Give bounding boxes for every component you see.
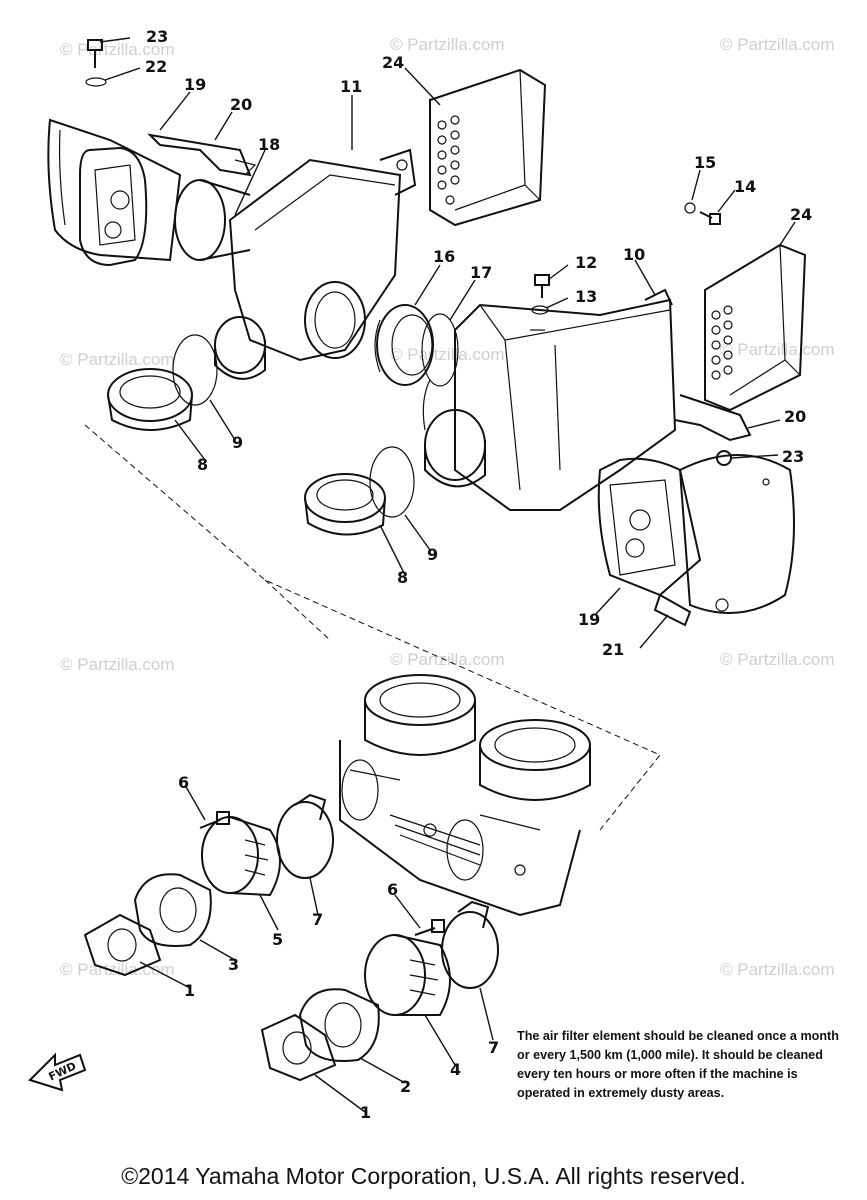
callout-17: 17 — [470, 263, 492, 282]
air-box-11 — [228, 148, 417, 362]
maintenance-note: The air filter element should be cleaned… — [517, 1029, 839, 1100]
carburetor-assembly — [339, 674, 591, 917]
callout-10: 10 — [623, 245, 645, 264]
callout-2: 2 — [400, 1077, 411, 1096]
funnel-18 — [174, 179, 251, 261]
callout-5: 5 — [272, 930, 283, 949]
watermark: © Partzilla.com — [60, 350, 175, 369]
callout-14: 14 — [734, 177, 756, 196]
callout-19: 19 — [184, 75, 206, 94]
callout-24: 24 — [790, 205, 812, 224]
callout-9: 9 — [427, 545, 438, 564]
callout-9: 9 — [232, 433, 243, 452]
callout-23: 23 — [782, 447, 804, 466]
ring-9-right — [369, 446, 415, 518]
callout-20: 20 — [230, 95, 252, 114]
callout-12: 12 — [575, 253, 597, 272]
watermark: © Partzilla.com — [390, 35, 505, 54]
flange-2 — [298, 988, 380, 1062]
callout-1: 1 — [184, 981, 195, 1000]
callout-20: 20 — [784, 407, 806, 426]
callout-24: 24 — [382, 53, 404, 72]
callout-15: 15 — [694, 153, 716, 172]
right-air-cleaner-cover — [597, 454, 795, 627]
bracket-20-right — [674, 394, 752, 442]
callout-6: 6 — [387, 880, 398, 899]
callout-4: 4 — [450, 1060, 461, 1079]
manifold-5 — [201, 816, 281, 897]
bolt-23-top — [87, 39, 103, 68]
intake-joint-left — [214, 316, 266, 380]
joint-8-right — [304, 473, 386, 536]
manifold-4 — [364, 934, 451, 1016]
callout-3: 3 — [228, 955, 239, 974]
watermark: © Partzilla.com — [60, 960, 175, 979]
callout-11: 11 — [340, 77, 362, 96]
filter-element-24-top — [429, 68, 547, 227]
joint-8-left — [107, 368, 193, 431]
bolt-6-lower — [414, 919, 445, 936]
callout-7: 7 — [488, 1038, 499, 1057]
callout-8: 8 — [197, 455, 208, 474]
callout-8: 8 — [397, 568, 408, 587]
fwd-arrow-icon: FWD — [28, 1052, 87, 1092]
filter-element-24-right — [704, 243, 807, 412]
washer-13 — [531, 305, 549, 315]
callout-numbers: 23 22 19 20 11 24 18 16 17 12 13 10 15 1… — [145, 27, 812, 1122]
callout-16: 16 — [433, 247, 455, 266]
callout-21: 21 — [602, 640, 624, 659]
callout-19: 19 — [578, 610, 600, 629]
clamp-17 — [421, 313, 459, 387]
watermark: © Partzilla.com — [390, 650, 505, 669]
callout-22: 22 — [145, 57, 167, 76]
watermarks: © Partzilla.com © Partzilla.com © Partzi… — [60, 35, 835, 979]
watermark: © Partzilla.com — [60, 655, 175, 674]
joint-16 — [374, 304, 434, 386]
callout-18: 18 — [258, 135, 280, 154]
washer-15 — [684, 202, 696, 214]
watermark: © Partzilla.com — [720, 35, 835, 54]
copyright-text: ©2014 Yamaha Motor Corporation, U.S.A. A… — [121, 1163, 746, 1189]
gasket-1-upper — [83, 913, 162, 977]
bolt-12 — [534, 274, 550, 298]
watermark: © Partzilla.com — [720, 650, 835, 669]
callout-1: 1 — [360, 1103, 371, 1122]
screw-14 — [699, 211, 721, 225]
intake-joint-right — [422, 379, 486, 488]
flange-3 — [133, 873, 212, 947]
assembly-guide-lines — [84, 424, 661, 831]
watermark: © Partzilla.com — [720, 340, 835, 359]
callout-6: 6 — [178, 773, 189, 792]
bolt-6-upper — [199, 811, 230, 829]
bolt-23-right — [716, 450, 732, 466]
washer-22 — [85, 77, 107, 87]
callout-13: 13 — [575, 287, 597, 306]
callout-7: 7 — [312, 910, 323, 929]
air-box-10 — [454, 288, 677, 511]
callout-23: 23 — [146, 27, 168, 46]
watermark: © Partzilla.com — [390, 345, 505, 364]
left-air-cleaner-cover — [47, 118, 257, 267]
watermark: © Partzilla.com — [720, 960, 835, 979]
leader-lines — [99, 37, 796, 1113]
ring-9-left — [172, 334, 218, 406]
gasket-1-lower — [260, 1013, 337, 1082]
clamp-7-upper — [276, 793, 334, 879]
